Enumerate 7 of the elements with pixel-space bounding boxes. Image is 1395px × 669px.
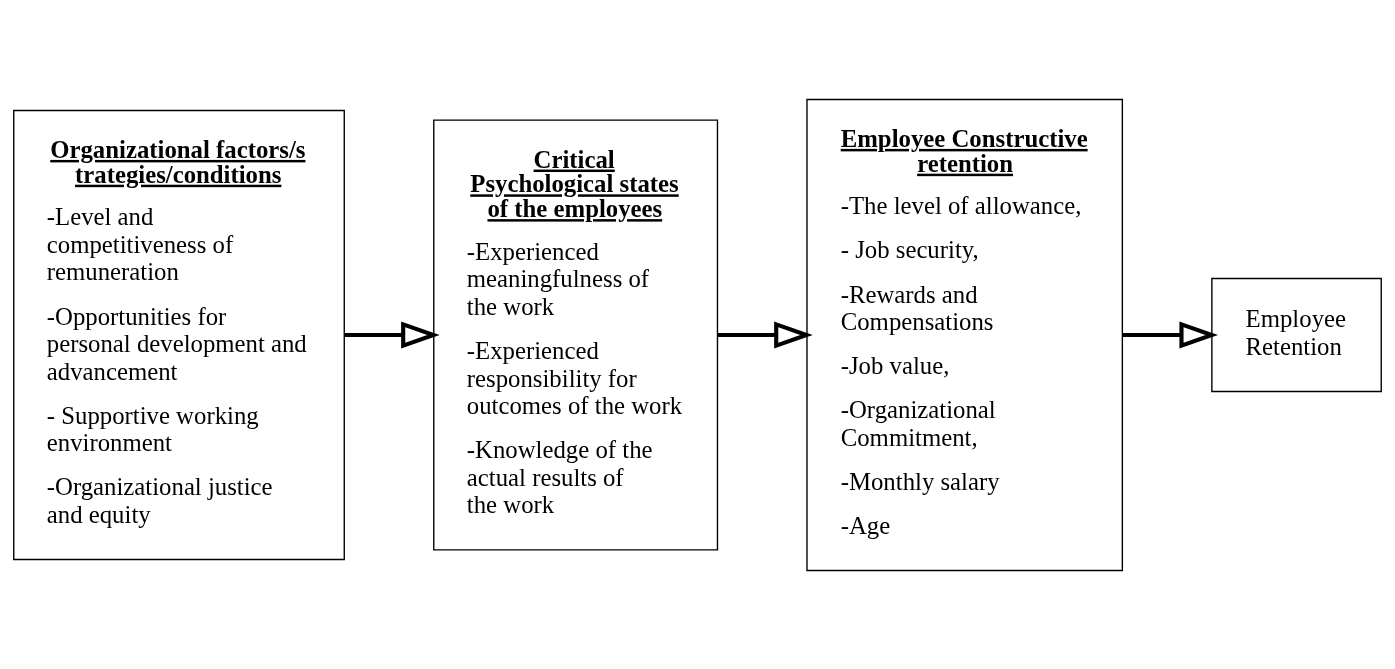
node-box: Employee Constructive retention -The level of allowance, - Job security, -Rewards and Compensations -Job value, -Organizational Commitment, -Monthly salary -Age: [806, 98, 1124, 571]
node-box: Organizational factors/strategies/conditions -Level and competitiveness of remuneration -Opportunities for personal development and advancement - Supportive working environment -Organizational justice and equity: [13, 109, 345, 560]
arrow: [1122, 321, 1219, 348]
arrow: [717, 321, 813, 348]
node-box: Employee Retention: [1211, 277, 1382, 392]
node-box: Critical Psychological states of the employees -Experienced meaningfulness of the work -Experienced responsibility for outcomes of the work -Knowledge of the actual results of the work: [433, 119, 719, 551]
arrow: [344, 321, 440, 348]
